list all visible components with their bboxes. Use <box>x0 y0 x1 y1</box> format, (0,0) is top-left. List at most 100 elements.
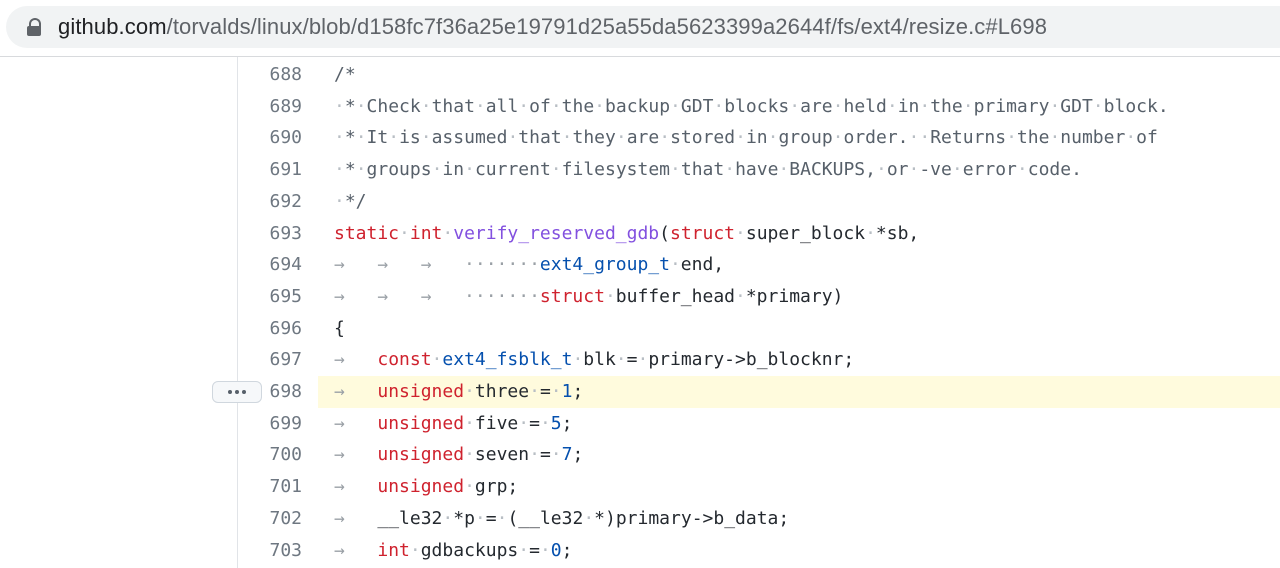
code-text: /* <box>334 59 356 91</box>
code-token: · <box>615 349 627 371</box>
code-token: · <box>334 95 345 117</box>
code-token: · <box>518 95 530 117</box>
code-token: · <box>334 127 345 149</box>
code-token: · <box>583 507 595 529</box>
code-token: * <box>344 127 356 149</box>
line-number[interactable]: 698 <box>269 381 302 402</box>
line-number[interactable]: 702 <box>269 507 302 529</box>
code-token: → <box>334 444 378 466</box>
url-text[interactable]: github.com/torvalds/linux/blob/d158fc7f3… <box>58 14 1047 40</box>
code-token: · <box>464 381 475 402</box>
code-token: → → → ······· <box>334 254 540 276</box>
code-token: order. <box>843 127 909 149</box>
code-line[interactable]: 688 /* <box>0 59 1280 91</box>
code-token: · <box>919 95 931 117</box>
line-number[interactable]: 695 <box>269 285 302 307</box>
code-token: · <box>464 476 475 498</box>
code-line[interactable]: 697 → const·ext4_fsblk_t·blk·=·primary->b… <box>0 344 1280 376</box>
code-token: the <box>1016 127 1050 149</box>
code-token: · <box>474 95 486 117</box>
code-token: *p <box>453 507 475 529</box>
code-line[interactable]: 689·*·Check·that·all·of·the·backup·GDT·b… <box>0 91 1280 123</box>
line-number[interactable]: 700 <box>269 444 302 466</box>
code-text: → const·ext4_fsblk_t·blk·=·primary->b_bl… <box>334 344 854 376</box>
code-token: · <box>637 349 649 371</box>
code-token: /* <box>334 64 356 85</box>
code-token: of <box>529 95 551 117</box>
code-token: · <box>550 381 562 402</box>
code-token: in <box>442 159 465 181</box>
code-token: ; <box>561 412 573 434</box>
line-number[interactable]: 689 <box>269 95 302 117</box>
line-number[interactable]: 694 <box>269 254 302 276</box>
code-token: struct <box>669 222 736 244</box>
code-token: three <box>474 381 530 402</box>
code-token: they <box>572 127 616 149</box>
code-text: ·*·groups·in·current·filesystem·that·hav… <box>334 154 1082 186</box>
code-line[interactable]: 694 → → → ·······ext4_group_t·end, <box>0 249 1280 281</box>
code-text: → → → ·······ext4_group_t·end, <box>334 249 724 281</box>
line-number[interactable]: 703 <box>269 539 302 561</box>
code-token: · <box>572 349 584 371</box>
line-number[interactable]: 701 <box>269 476 302 498</box>
lock-icon[interactable] <box>26 17 42 37</box>
code-token: · <box>539 412 551 434</box>
code-token: · <box>420 127 432 149</box>
code-token: · <box>1016 159 1028 181</box>
line-number[interactable]: 692 <box>269 190 302 212</box>
code-token: → <box>334 381 378 402</box>
code-token: __le32 <box>377 507 443 529</box>
code-token: · <box>735 285 746 307</box>
code-line[interactable]: 702 → __le32·*p·=·(__le32·*)primary->b_da… <box>0 503 1280 535</box>
code-token: in <box>745 127 768 149</box>
code-line[interactable]: 698→ unsigned·three·=·1; <box>0 376 1280 408</box>
code-line[interactable]: 703 → int·gdbackups·=·0; <box>0 535 1280 567</box>
code-token: *sb, <box>875 222 920 244</box>
code-token: · <box>778 159 790 181</box>
code-token: static <box>334 222 400 244</box>
code-token: · <box>875 159 887 181</box>
code-token: primary <box>973 95 1050 117</box>
line-number[interactable]: 690 <box>269 127 302 149</box>
code-token: all <box>485 95 519 117</box>
line-number[interactable]: 699 <box>269 412 302 434</box>
code-token: 0 <box>550 539 562 561</box>
line-number[interactable]: 697 <box>269 349 302 371</box>
code-text: → __le32·*p·=·(__le32·*)primary->b_data; <box>334 503 789 535</box>
line-number[interactable]: 696 <box>269 317 302 339</box>
code-token: error <box>962 159 1017 181</box>
code-line[interactable]: 700→ unsigned·seven·=·7; <box>0 439 1280 471</box>
code-token: grp; <box>474 476 519 498</box>
code-token: · <box>1092 95 1104 117</box>
code-token: → <box>334 476 378 498</box>
code-token: current <box>474 159 551 181</box>
code-token: · <box>539 539 551 561</box>
code-token: unsigned <box>377 412 465 434</box>
kebab-horizontal-icon <box>235 390 239 394</box>
code-text: ·*·Check·that·all·of·the·backup·GDT·bloc… <box>334 91 1169 123</box>
line-number[interactable]: 693 <box>269 222 302 244</box>
code-text: → → → ·······struct·buffer_head·*primary… <box>334 281 843 313</box>
code-line[interactable]: 695 → → → ·······struct·buffer_head·*prim… <box>0 281 1280 313</box>
code-line[interactable]: 696{ <box>0 313 1280 345</box>
code-line[interactable]: 690·*·It·is·assumed·that·they·are·stored… <box>0 122 1280 154</box>
code-line[interactable]: 699→ unsigned·five·=·5; <box>0 408 1280 440</box>
code-token: Check <box>366 95 421 117</box>
code-token: = <box>529 412 540 434</box>
gutter-divider <box>237 57 238 568</box>
code-token: that <box>431 95 475 117</box>
address-bar[interactable]: github.com/torvalds/linux/blob/d158fc7f3… <box>6 6 1280 48</box>
line-number[interactable]: 691 <box>269 159 302 181</box>
code-text: → int·gdbackups·=·0; <box>334 535 572 567</box>
code-token: unsigned <box>377 444 465 466</box>
code-token: · <box>474 507 486 529</box>
line-number[interactable]: 688 <box>269 64 302 85</box>
code-token: are <box>626 127 660 149</box>
code-line[interactable]: 701→ unsigned·grp; <box>0 471 1280 503</box>
code-line[interactable]: 692·*/ <box>0 186 1280 218</box>
code-token: · <box>442 507 454 529</box>
code-line[interactable]: 691·*·groups·in·current·filesystem·that·… <box>0 154 1280 186</box>
line-options-button[interactable] <box>212 381 262 403</box>
code-token: number <box>1060 127 1126 149</box>
